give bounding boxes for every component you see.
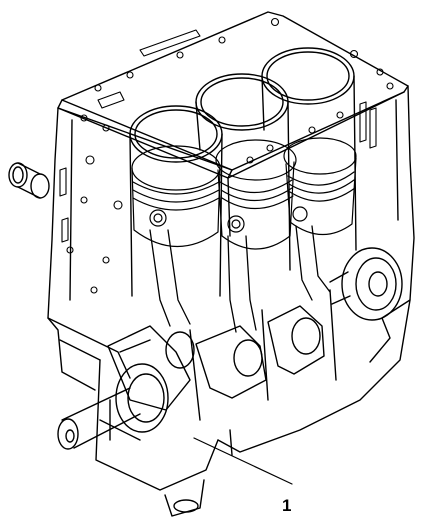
bearing-shell — [8, 162, 50, 199]
connecting-rods — [149, 225, 331, 333]
callout-1-label: 1 — [282, 496, 292, 515]
crankshaft — [57, 247, 403, 450]
pistons — [131, 137, 357, 250]
callout-1-leader — [193, 437, 293, 485]
deck-holes — [59, 17, 394, 294]
cylinder-bores — [129, 47, 357, 297]
cylinder-block — [47, 11, 415, 517]
